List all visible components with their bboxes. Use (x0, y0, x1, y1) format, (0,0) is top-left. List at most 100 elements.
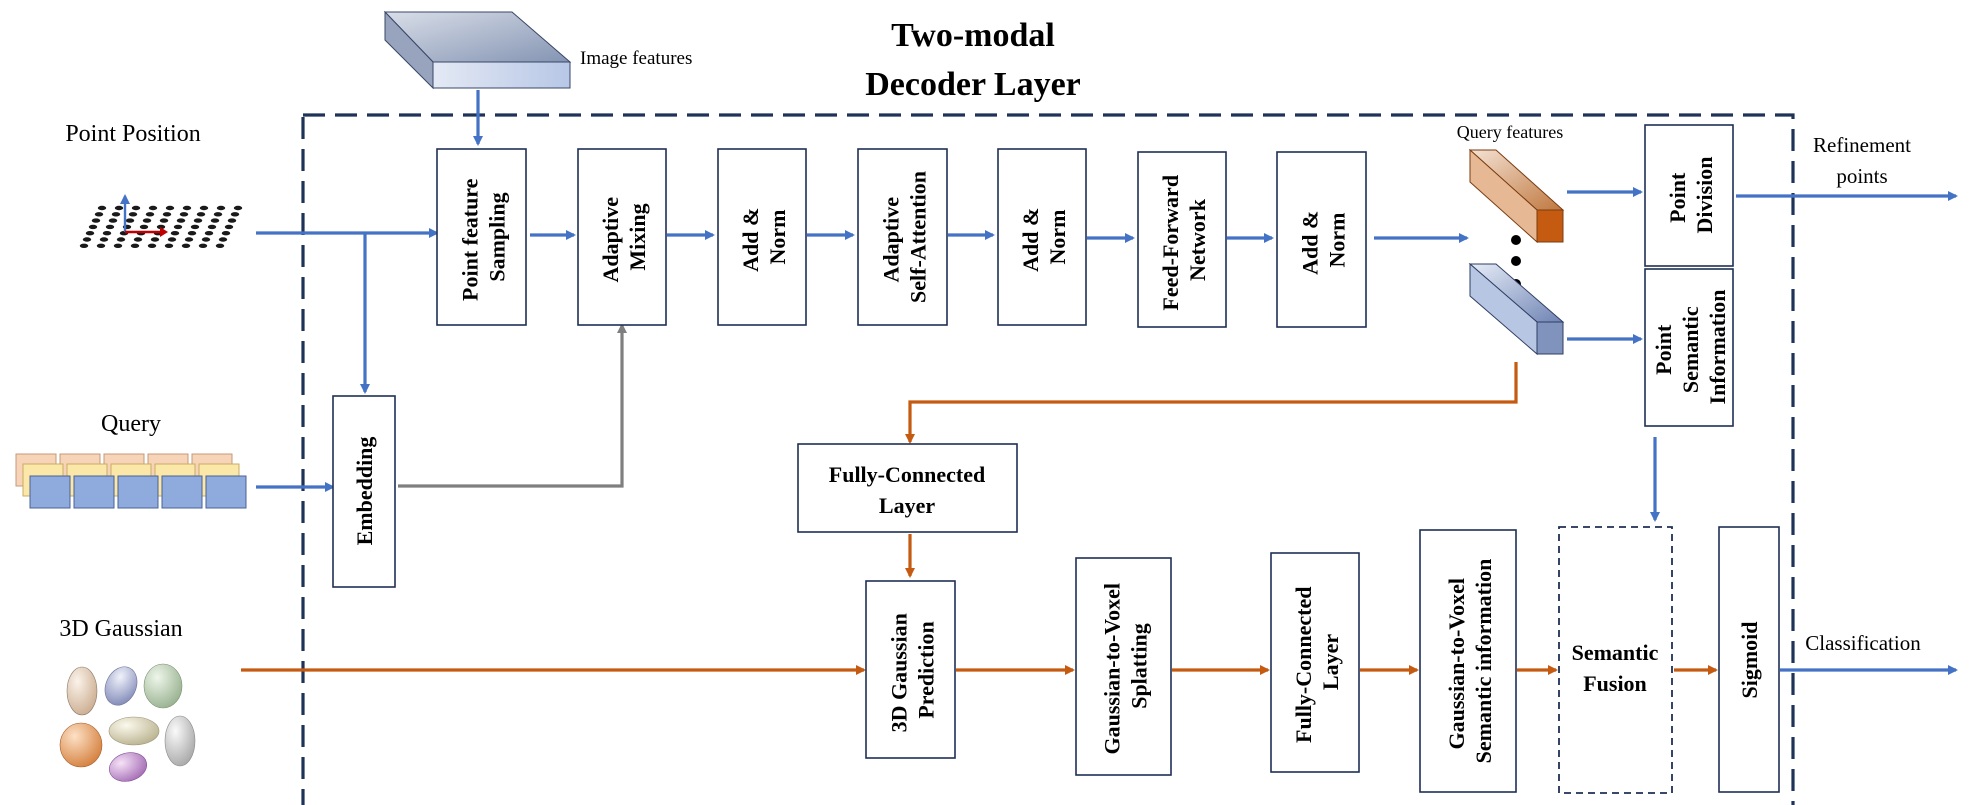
grid-point (173, 224, 183, 230)
point-semantic-line-1: Point (1651, 324, 1676, 375)
svg-text:Point Division: Point Division (1665, 156, 1717, 233)
grid-point (184, 237, 194, 242)
svg-text:Feed-Forward Network: Feed-Forward Network (1158, 169, 1210, 310)
title-line-1: Two-modal (891, 17, 1055, 54)
svg-text:Embedding: Embedding (352, 437, 377, 546)
sigmoid-line-1: Sigmoid (1737, 621, 1762, 698)
grid-point (213, 212, 223, 217)
feed-forward-line-1: Feed-Forward (1158, 175, 1183, 311)
svg-text:Gaussian-to-Voxel Splatt: Gaussian-to-Voxel Splatting (1100, 577, 1152, 754)
svg-text:Add & Norm: Add & Norm (1018, 202, 1070, 272)
grid-point (111, 212, 121, 217)
grid-point (218, 237, 228, 242)
grid-point (230, 212, 240, 217)
classification-label: Classification (1805, 631, 1921, 655)
adaptive-self-attention-block: Adaptive Self-Attention (857, 148, 948, 326)
point-division-line-1: Point (1665, 172, 1690, 223)
title-line-2: Decoder Layer (865, 66, 1081, 103)
query-feature-orange-icon (1468, 148, 1565, 244)
point-feature-sampling-line-2: Sampling (485, 192, 510, 281)
add-norm-1-line-1: Add & (738, 208, 763, 272)
grid-point (142, 218, 152, 223)
add-norm-2-line-2: Norm (1045, 210, 1070, 265)
grid-point (165, 205, 175, 211)
grid-point (99, 237, 109, 242)
grid-point (170, 231, 180, 236)
add-norm-3-line-1: Add & (1298, 211, 1323, 275)
g2v-splatting-block: Gaussian-to-Voxel Splatting (1075, 557, 1172, 776)
grid-point (207, 224, 217, 230)
grid-point (215, 243, 225, 248)
svg-text:Add & Norm: Add & Norm (1298, 205, 1350, 275)
grid-point (97, 205, 107, 211)
svg-text:3D Gaussian Prediction: 3D Gaussian Prediction (887, 608, 939, 733)
gaussian-label: 3D Gaussian (59, 616, 182, 642)
axis-right-arrowhead (160, 227, 168, 237)
fc-layer-top-block: Fully-Connected Layer (797, 443, 1018, 533)
sigmoid-block: Sigmoid (1718, 526, 1780, 793)
refinement-label-line-1: Refinement (1813, 133, 1911, 157)
grid-point (179, 212, 189, 217)
grid-point (216, 205, 226, 211)
svg-text:Point Semantic Inf: Point Semantic Information (1651, 290, 1730, 405)
grid-point (133, 237, 143, 242)
point-feature-sampling-line-1: Point feature (458, 178, 483, 301)
fc-layer-top-line-1: Fully-Connected (829, 462, 985, 487)
grid-point (85, 231, 95, 236)
grid-point (128, 212, 138, 217)
image-features-label: Image features (580, 48, 692, 69)
grid-point (187, 231, 197, 236)
decoder-layer-frame (301, 113, 1795, 805)
ellipsis-dot (1511, 256, 1521, 266)
grid-point (145, 212, 155, 217)
gaussian-prediction-line-1: 3D Gaussian (887, 613, 912, 732)
grid-point (156, 224, 166, 230)
add-norm-1-line-2: Norm (765, 210, 790, 265)
grid-point (147, 243, 157, 248)
grid-point (79, 243, 89, 248)
g2v-splatting-line-1: Gaussian-to-Voxel (1100, 583, 1125, 755)
gaussian-ellipsoids-icon (59, 663, 196, 782)
grid-point (176, 218, 186, 223)
grid-point (91, 218, 101, 223)
grid-point (190, 224, 200, 230)
grid-point (150, 237, 160, 242)
feed-forward-block: Feed-Forward Network (1137, 151, 1227, 328)
grid-point (148, 205, 158, 211)
query-features-label: Query features (1457, 122, 1563, 142)
grid-point (182, 205, 192, 211)
grid-point (131, 205, 141, 211)
grid-point (114, 205, 124, 211)
grid-point (159, 218, 169, 223)
grid-point (201, 237, 211, 242)
adaptive-mixing-line-2: Mixing (625, 203, 650, 270)
grid-point (233, 205, 243, 211)
grid-point (210, 218, 220, 223)
query-stack-icon (15, 453, 247, 509)
arrow-features-to-fc (905, 362, 1518, 444)
point-position-label: Point Position (65, 121, 200, 147)
grid-point (96, 243, 106, 248)
point-semantic-line-3: Information (1705, 290, 1730, 405)
grid-point (82, 237, 92, 242)
embedding-block: Embedding (332, 395, 396, 588)
semantic-fusion-block: Semantic Fusion (1558, 526, 1673, 794)
grid-point (224, 224, 234, 230)
point-feature-sampling-block: Point feature Sampling (436, 148, 527, 326)
query-token (29, 475, 71, 509)
gaussian-prediction-block: 3D Gaussian Prediction (865, 580, 956, 759)
semantic-fusion-line-1: Semantic (1572, 640, 1659, 665)
grid-point (193, 218, 203, 223)
embedding-line-1: Embedding (352, 437, 377, 546)
query-token (117, 475, 159, 509)
grid-point (113, 243, 123, 248)
svg-text:Sigmoid: Sigmoid (1737, 621, 1762, 698)
svg-text:Adaptive Mixing: Adaptive Mixing (598, 191, 650, 282)
gaussian-prediction-line-2: Prediction (914, 621, 939, 718)
ellipsis-dot (1511, 235, 1521, 245)
svg-text:Adaptive Self-Attention: Adaptive Self-Attention (879, 171, 931, 303)
adaptive-self-attention-line-2: Self-Attention (906, 171, 931, 303)
add-norm-1-block: Add & Norm (717, 148, 807, 326)
svg-text:Add & Norm: Add & Norm (738, 202, 790, 272)
